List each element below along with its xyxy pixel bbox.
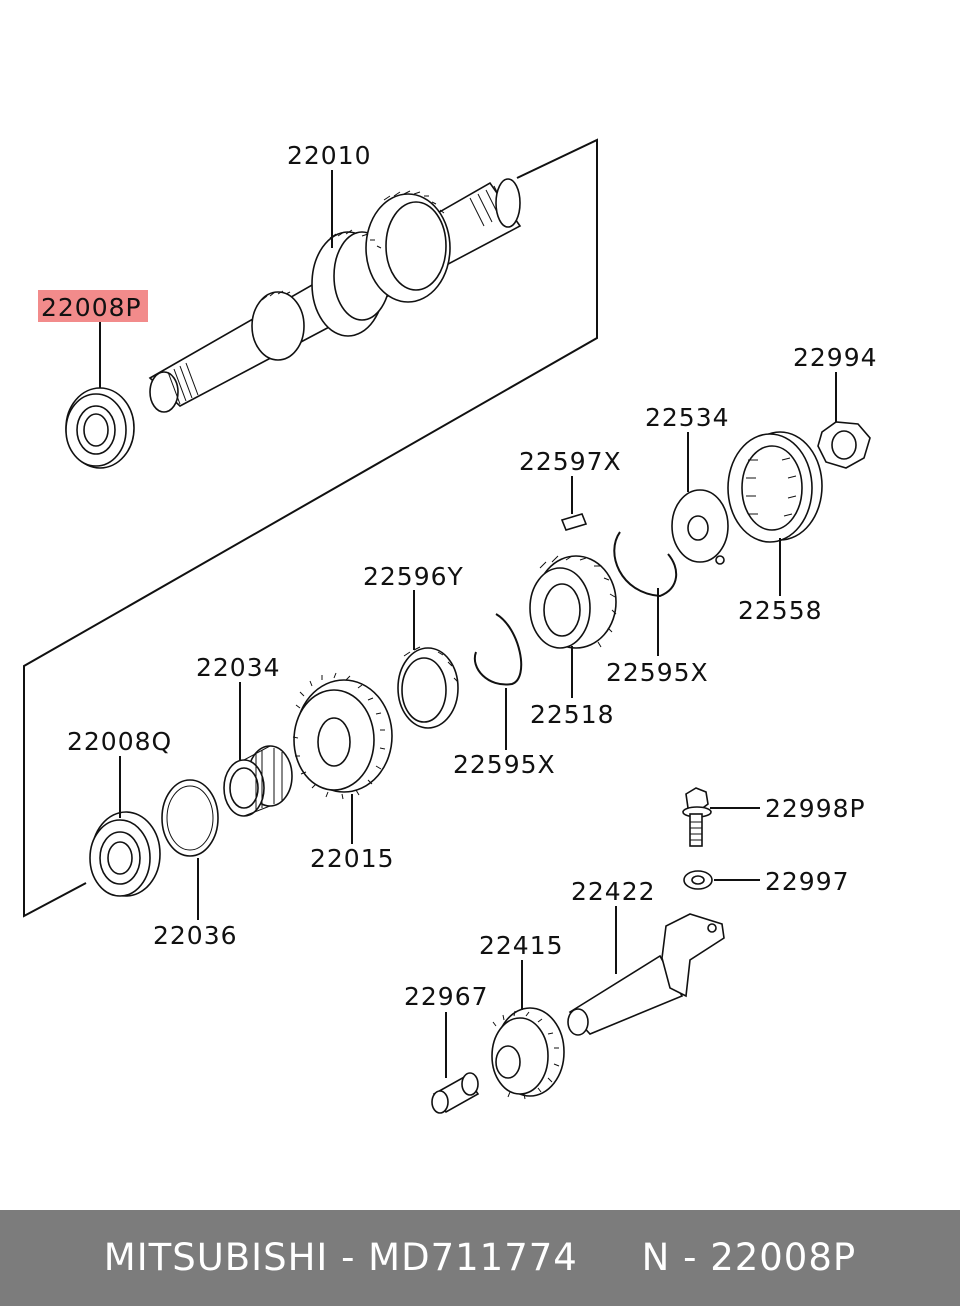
label-22998P: 22998P xyxy=(765,794,866,823)
footer-text: MITSUBISHI - MD711774 N - 22008P xyxy=(103,1236,857,1279)
label-22534: 22534 xyxy=(645,403,730,432)
key-22597X xyxy=(560,513,588,531)
sleeve-22558 xyxy=(727,431,823,543)
snap-ring-22595X-upper xyxy=(613,531,678,598)
label-22596Y: 22596Y xyxy=(363,562,464,591)
highlight-22008P xyxy=(38,290,148,322)
label-22010: 22010 xyxy=(287,141,372,170)
label-22008Q: 22008Q xyxy=(67,727,172,756)
bolt-22998P xyxy=(682,787,712,847)
sync-ring-22596Y xyxy=(397,646,459,729)
washer-22997 xyxy=(683,870,713,890)
gear-22015 xyxy=(292,672,393,800)
plate-22534 xyxy=(671,489,729,565)
needle-bearing-22034 xyxy=(223,745,293,817)
label-22518: 22518 xyxy=(530,700,615,729)
label-22422: 22422 xyxy=(571,877,656,906)
shaft-22422 xyxy=(567,913,725,1036)
label-22595X-lower: 22595X xyxy=(453,750,556,779)
assembly-frame xyxy=(23,138,598,918)
gear-22415 xyxy=(491,1007,565,1100)
label-22415: 22415 xyxy=(479,931,564,960)
footer-bar: MITSUBISHI - MD711774 N - 22008P xyxy=(0,1210,960,1306)
label-22967: 22967 xyxy=(404,982,489,1011)
label-22008P: 22008P xyxy=(41,293,142,322)
main-shaft xyxy=(148,178,522,413)
nut-22994 xyxy=(817,421,871,469)
label-22558: 22558 xyxy=(738,596,823,625)
label-22036: 22036 xyxy=(153,921,238,950)
hub-22518 xyxy=(529,555,617,649)
label-22034: 22034 xyxy=(196,653,281,682)
label-22595X-upper: 22595X xyxy=(606,658,709,687)
bearing-22008P xyxy=(65,387,135,469)
snap-ring-22036 xyxy=(161,779,219,857)
bearing-22008Q xyxy=(89,811,161,897)
collar-22967 xyxy=(431,1072,480,1114)
part-labels: 22010 22008P 22994 22534 22597X 22596Y 2… xyxy=(41,141,878,1011)
leader-lines xyxy=(99,170,837,1078)
label-22597X: 22597X xyxy=(519,447,622,476)
snap-ring-22595X-lower xyxy=(473,613,523,686)
label-22015: 22015 xyxy=(310,844,395,873)
label-22997: 22997 xyxy=(765,867,850,896)
label-22994: 22994 xyxy=(793,343,878,372)
